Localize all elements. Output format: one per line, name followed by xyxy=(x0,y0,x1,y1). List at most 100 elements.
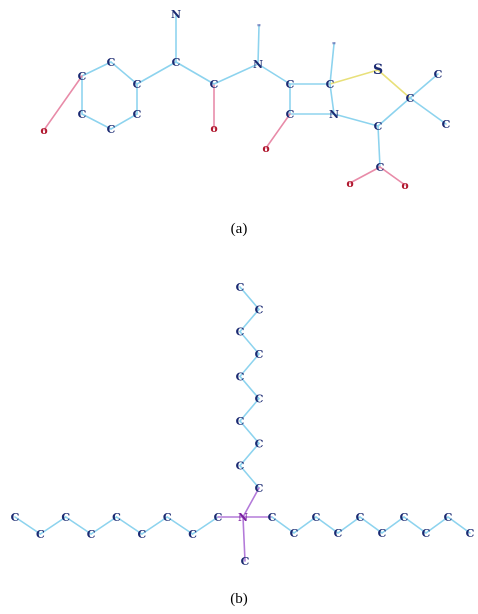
atom-n_top: N xyxy=(171,8,181,21)
bond-right-7 xyxy=(425,516,449,534)
bond-methyl-n xyxy=(242,516,246,562)
molecule-b-bonds xyxy=(14,286,471,562)
atom-left-8: C xyxy=(214,511,223,524)
caption-b: (b) xyxy=(230,591,248,607)
atom-r2: C xyxy=(107,56,116,69)
atom-o_ph: o xyxy=(40,124,47,137)
bond-r3-o_ph xyxy=(43,75,83,131)
bond-right-2 xyxy=(315,516,339,534)
bond-up-0 xyxy=(239,286,260,311)
molecule-a-bonds xyxy=(43,13,447,186)
atom-up-8: C xyxy=(236,460,245,473)
bond-up-7 xyxy=(239,442,260,467)
bond-cb2-h_cb xyxy=(329,43,335,85)
atom-up-5: C xyxy=(255,393,264,406)
atom-up-3: C xyxy=(255,348,264,361)
bond-left-7 xyxy=(191,516,219,535)
caption-a: (a) xyxy=(231,221,248,237)
atom-up-4: C xyxy=(236,370,245,383)
atom-c_methyl: C xyxy=(241,555,250,568)
atom-right-9: C xyxy=(466,527,475,540)
atom-me2: C xyxy=(442,118,451,131)
bond-cb2-s xyxy=(329,69,379,85)
atom-right-3: C xyxy=(334,527,343,540)
bond-cc-n_amide xyxy=(213,63,259,85)
atom-c_dm: C xyxy=(406,92,415,105)
atom-cb3: C xyxy=(286,108,295,121)
bond-right-8 xyxy=(447,516,471,534)
atom-n_amide: N xyxy=(253,58,263,71)
bond-c_acid-o1 xyxy=(349,166,381,184)
atom-right-6: C xyxy=(400,511,409,524)
atom-left-6: C xyxy=(163,511,172,524)
bond-up-6 xyxy=(239,420,260,445)
atom-left-4: C xyxy=(112,511,121,524)
bond-up-3 xyxy=(239,353,260,378)
atom-h_n: " xyxy=(257,22,261,32)
bond-up-2 xyxy=(239,330,260,355)
bond-up-1 xyxy=(239,308,260,333)
atom-up-0: C xyxy=(236,281,245,294)
atom-o_lac: o xyxy=(262,142,269,155)
atom-right-7: C xyxy=(422,527,431,540)
atom-up-9: C xyxy=(255,482,264,495)
bond-up-n xyxy=(242,487,260,518)
atom-n_ring: N xyxy=(329,108,339,121)
atom-left-5: C xyxy=(137,528,146,541)
atom-right-1: C xyxy=(290,527,299,540)
bond-n_amide-h_n xyxy=(257,25,260,65)
atom-up-7: C xyxy=(255,437,264,450)
atom-right-2: C xyxy=(312,511,321,524)
bond-up-8 xyxy=(239,464,260,489)
atom-up-6: C xyxy=(236,415,245,428)
bond-left-0 xyxy=(14,516,42,535)
atom-r5: C xyxy=(107,123,116,136)
atom-right-0: C xyxy=(268,511,277,524)
bond-c_dm-me1 xyxy=(409,73,439,99)
bond-left-3 xyxy=(90,516,118,535)
bond-s-c_dm xyxy=(377,69,411,99)
atom-oc: o xyxy=(210,122,217,135)
atom-left-0: C xyxy=(11,511,20,524)
bond-right-3 xyxy=(337,516,361,534)
bond-right-1 xyxy=(293,516,317,534)
bond-right-4 xyxy=(359,516,383,534)
atom-cb1: C xyxy=(286,78,295,91)
atom-r1: C xyxy=(133,78,142,91)
bond-up-5 xyxy=(239,397,260,422)
bond-left-2 xyxy=(64,516,92,535)
atom-left-7: C xyxy=(188,528,197,541)
bond-right-5 xyxy=(381,516,405,534)
atom-cc: C xyxy=(210,78,219,91)
atom-me1: C xyxy=(434,68,443,81)
bond-c_ring-c_acid xyxy=(377,125,381,168)
atom-up-2: C xyxy=(236,326,245,339)
bond-right-6 xyxy=(403,516,427,534)
bond-c_dm-me2 xyxy=(409,97,447,125)
bond-right-0 xyxy=(271,516,295,534)
bond-c_dm-c_ring xyxy=(377,97,411,127)
bond-n_amide-cb1 xyxy=(257,63,291,85)
atom-n_center: N xyxy=(238,511,248,524)
bond-left-1 xyxy=(39,516,67,535)
atom-left-1: C xyxy=(36,528,45,541)
bond-up-4 xyxy=(239,375,260,400)
atom-r4: C xyxy=(78,108,87,121)
atom-r6: C xyxy=(133,108,142,121)
atom-left-2: C xyxy=(61,511,70,524)
atom-left-3: C xyxy=(87,528,96,541)
bond-left-4 xyxy=(115,516,143,535)
atom-h_cb: " xyxy=(332,40,336,50)
bond-cb2-n_ring xyxy=(329,83,335,115)
atom-right-5: C xyxy=(378,527,387,540)
bond-r4-r5 xyxy=(81,113,112,130)
atom-c_ring: C xyxy=(374,120,383,133)
bond-c_acid-o2 xyxy=(379,166,406,186)
bond-r1-r2 xyxy=(110,61,138,85)
atom-c_acid: C xyxy=(376,161,385,174)
